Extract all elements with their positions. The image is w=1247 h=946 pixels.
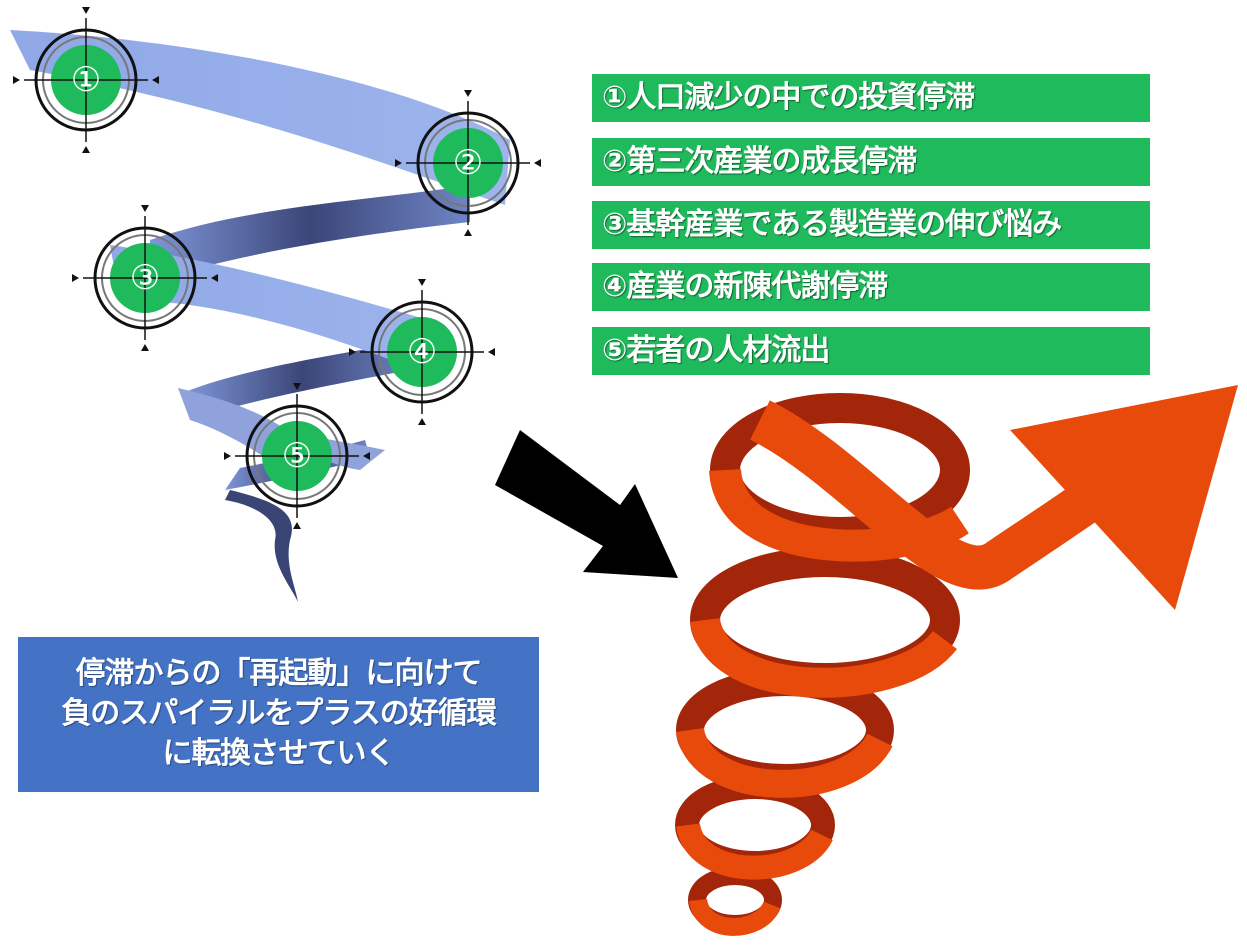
target-label: ③ — [130, 258, 160, 298]
issue-4: ④産業の新陳代謝停滞 — [592, 263, 1150, 311]
orange-loop-front-4 — [676, 822, 833, 880]
crosshair-target-icon: ④ — [349, 279, 495, 425]
orange-loop-front-5 — [689, 897, 781, 936]
issue-3: ③基幹産業である製造業の伸び悩み — [592, 201, 1150, 249]
spiral-band-front-4 — [320, 438, 385, 470]
message-line-1: 停滞からの「再起動」に向けて — [75, 656, 483, 691]
message-line-2: 負のスパイラルをプラスの好循環 — [61, 696, 496, 731]
message-line-3: に転換させていく — [162, 736, 396, 771]
target-label: ② — [453, 143, 483, 183]
crosshair-target-icon: ② — [395, 90, 541, 236]
issue-5: ⑤若者の人材流出 — [592, 327, 1150, 375]
issue-1: ①人口減少の中での投資停滞 — [592, 74, 1150, 122]
target-label: ⑤ — [282, 436, 312, 476]
message-box: 停滞からの「再起動」に向けて 負のスパイラルをプラスの好循環 に転換させていく — [18, 637, 539, 792]
spiral-band-back-2 — [185, 340, 420, 420]
crosshair-target-icon: ③ — [72, 205, 218, 351]
orange-arrow-head — [1010, 385, 1238, 610]
target-label: ① — [71, 60, 101, 100]
target-label: ④ — [407, 332, 437, 372]
issue-2: ②第三次産業の成長停滞 — [592, 138, 1150, 186]
spiral-band-back-1 — [150, 185, 470, 282]
crosshair-target-icon: ⑤ — [224, 383, 370, 529]
spiral-tail — [225, 490, 298, 602]
orange-loop-front-2 — [690, 616, 957, 698]
orange-loop-front-3 — [676, 726, 893, 798]
crosshair-target-icon: ① — [13, 7, 159, 153]
